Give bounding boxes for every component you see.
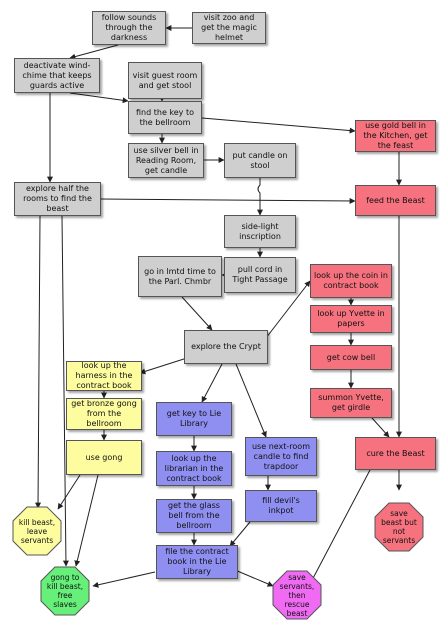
node-follow-sounds: follow sounds through the darkness — [92, 11, 166, 45]
edge-findkey-to-goldbell — [201, 117, 356, 134]
node-fill-inkpot: fill devil's inkpot — [245, 490, 317, 522]
ending-kill-leave-label: kill beast, leave servants — [18, 517, 56, 545]
node-glass-bell: get the glass bell from the bellroom — [156, 499, 232, 533]
node-cure-beast: cure the Beast — [355, 437, 436, 470]
edge-usegong-to-kill — [57, 474, 81, 510]
ending-save-beast-not-servants: save beast but not servants — [374, 502, 424, 552]
edge-file-to-save — [234, 569, 274, 587]
node-look-up-coin: look up the coin in contract book — [310, 264, 392, 298]
node-use-gong: use gong — [66, 440, 142, 475]
node-key-lie-library: get key to Lie Library — [156, 402, 232, 436]
node-deactivate-wind-chime: deactivate wind-chime that keeps guards … — [14, 58, 100, 93]
node-explore-crypt: explore the Crypt — [184, 330, 268, 364]
node-side-light: side-light inscription — [224, 215, 296, 248]
node-visit-guest-room: visit guest room and get stool — [128, 62, 202, 99]
node-put-candle: put candle on stool — [224, 143, 296, 178]
ending-gong-kill-free-slaves: gong to kill beast, free slaves — [40, 566, 90, 616]
node-next-room-candle: use next-room candle to find trapdoor — [245, 437, 317, 476]
edge-crypt-to-nextroom — [235, 363, 267, 438]
node-silver-bell: use silver bell in Reading Room, get can… — [128, 143, 204, 178]
ending-save-beast-label: save beast but not servants — [381, 509, 417, 545]
node-look-up-librarian: look up the librarian in the contract bo… — [156, 451, 232, 486]
edge-deactivate-to-findkey — [69, 92, 129, 104]
edge-crypt-to-coin — [265, 280, 311, 339]
node-gold-bell: use gold bell in the Kitchen, get the fe… — [355, 120, 436, 152]
edge-summon-to-cure — [371, 417, 390, 438]
edge-crypt-to-harness — [139, 357, 188, 375]
ending-save-servants-rescue-beast: save servants, then rescue beast — [272, 570, 322, 620]
ending-save-servants-label: save servants, then rescue beast — [279, 572, 315, 618]
node-look-up-yvette: look up Yvette in papers — [310, 305, 392, 333]
edge-file-to-gong — [92, 571, 156, 588]
edge-explorehalf-to-feed — [100, 197, 356, 204]
edge-usegong-to-gong — [74, 474, 99, 567]
ending-kill-leave-servants: kill beast, leave servants — [12, 506, 62, 556]
edge-cure-to-save — [309, 469, 371, 585]
node-get-cow-bell: get cow bell — [310, 345, 392, 370]
node-pull-cord: pull cord in Tight Passage — [224, 257, 296, 293]
node-file-contract: file the contract book in the Lie Librar… — [156, 545, 238, 579]
node-explore-half: explore half the rooms to find the beast — [14, 182, 101, 216]
edge-explorehalf-to-gong — [61, 215, 69, 567]
node-feed-beast: feed the Beast — [355, 185, 436, 216]
node-look-up-harness: look up the harness in the contract book — [66, 361, 142, 391]
edge-crypt-to-keylie — [201, 363, 223, 403]
node-visit-zoo: visit zoo and get the magic helmet — [192, 12, 266, 44]
ending-gong-kill-label: gong to kill beast, free slaves — [46, 573, 84, 609]
edge-inkpot-to-file — [229, 521, 251, 547]
edge-candle-to-sidelight — [257, 178, 263, 216]
edge-parl-to-crypt — [181, 296, 213, 331]
node-go-parl: go in lmtd time to the Parl. Chmbr — [138, 256, 222, 297]
node-get-bronze-gong: get bronze gong from the bellroom — [66, 398, 142, 430]
node-find-key-bellroom: find the key to the bellroom — [128, 101, 202, 134]
edge-explorehalf-to-kill — [35, 215, 42, 509]
node-summon-yvette: summon Yvette, get girdle — [310, 388, 392, 418]
edge-follow-to-deactivate — [69, 44, 119, 60]
